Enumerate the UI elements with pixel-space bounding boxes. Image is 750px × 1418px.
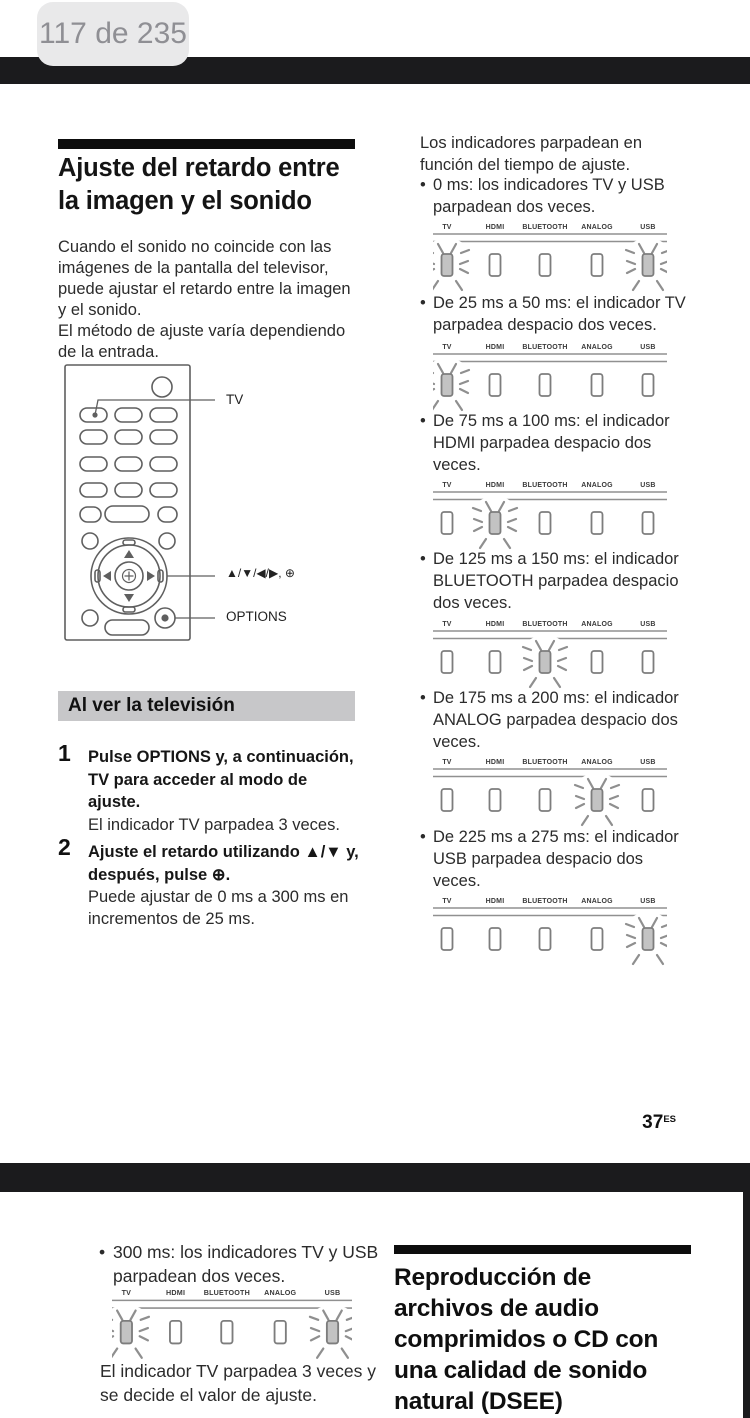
page-number: 37ES <box>600 1112 676 1134</box>
svg-text:HDMI: HDMI <box>486 224 505 231</box>
svg-text:USB: USB <box>640 482 655 489</box>
result-note: El indicador TV parpadea 3 veces y se de… <box>100 1361 376 1405</box>
remote-label-options: OPTIONS <box>226 609 287 624</box>
svg-text:TV: TV <box>442 759 451 766</box>
svg-text:TV: TV <box>442 224 451 231</box>
title-rule <box>58 139 355 149</box>
step-2-instruction: Ajuste el retardo utilizando ▲/▼ y, desp… <box>88 843 359 884</box>
step-2-number: 2 <box>58 834 71 860</box>
step-2-note: Puede ajustar de 0 ms a 300 ms en increm… <box>88 888 349 928</box>
bullet-0ms: 0 ms: los indicadores TV y USB parpadean… <box>420 175 711 219</box>
svg-text:ANALOG: ANALOG <box>581 482 613 489</box>
svg-text:USB: USB <box>640 621 655 628</box>
indicator-diagram-225-275ms: TV HDMI BLUETOOTH ANALOG USB <box>433 894 675 972</box>
bullet-75-100ms: De 75 ms a 100 ms: el indicador HDMI par… <box>420 411 711 476</box>
svg-text:ANALOG: ANALOG <box>581 898 613 905</box>
bullet-125-150ms: De 125 ms a 150 ms: el indicador BLUETOO… <box>420 549 711 614</box>
svg-text:HDMI: HDMI <box>166 1289 185 1297</box>
remote-label-dpad-enter: ▲/▼/◀/▶, ⊕ <box>226 566 295 580</box>
svg-text:USB: USB <box>640 898 655 905</box>
step-1-note: El indicador TV parpadea 3 veces. <box>88 816 340 834</box>
svg-text:USB: USB <box>640 224 655 231</box>
indicator-diagram-75-100ms: TV HDMI BLUETOOTH ANALOG USB <box>433 478 667 556</box>
remote-control-illustration <box>64 364 215 641</box>
svg-text:USB: USB <box>640 759 655 766</box>
svg-text:USB: USB <box>640 344 655 351</box>
article-title: Ajuste del retardo entre la imagen y el … <box>58 154 340 215</box>
svg-text:HDMI: HDMI <box>486 482 505 489</box>
bullet-225-275ms: De 225 ms a 275 ms: el indicador USB par… <box>420 827 711 892</box>
step-1-number: 1 <box>58 740 71 766</box>
options-button-dot <box>161 614 169 622</box>
svg-text:USB: USB <box>325 1289 341 1297</box>
intro-paragraph-1: Cuando el sonido no coincide con las imá… <box>58 238 351 319</box>
page-number-suffix: ES <box>663 1114 676 1125</box>
svg-text:TV: TV <box>442 621 451 628</box>
tv-button-dot <box>92 412 98 418</box>
remote-label-tv: TV <box>226 392 244 407</box>
bullet-175-200ms: De 175 ms a 200 ms: el indicador ANALOG … <box>420 688 711 753</box>
svg-text:ANALOG: ANALOG <box>581 621 613 628</box>
svg-text:ANALOG: ANALOG <box>581 759 613 766</box>
svg-text:TV: TV <box>442 898 451 905</box>
indicator-diagram-175-200ms: TV HDMI BLUETOOTH ANALOG USB <box>433 755 667 833</box>
svg-text:ANALOG: ANALOG <box>264 1289 296 1297</box>
page-number-value: 37 <box>642 1112 664 1133</box>
indicator-diagram-0ms: TV HDMI BLUETOOTH ANALOG USB <box>420 220 675 298</box>
svg-text:TV: TV <box>122 1289 132 1297</box>
page-right-edge-strip <box>743 1192 750 1418</box>
bullet-25-50ms: De 25 ms a 50 ms: el indicador TV parpad… <box>420 293 711 337</box>
intro-paragraph-2: El método de ajuste varía dependiendo de… <box>58 322 346 361</box>
svg-text:ANALOG: ANALOG <box>581 224 613 231</box>
svg-text:BLUETOOTH: BLUETOOTH <box>204 1289 250 1297</box>
step-1-instruction: Pulse OPTIONS y, a continuación, TV para… <box>88 748 354 811</box>
svg-text:BLUETOOTH: BLUETOOTH <box>522 482 567 489</box>
page-indicator-badge: 117 de 235 <box>37 2 189 66</box>
svg-text:BLUETOOTH: BLUETOOTH <box>522 898 567 905</box>
indicator-intro: Los indicadores parpadean en función del… <box>420 134 643 174</box>
svg-text:BLUETOOTH: BLUETOOTH <box>522 224 567 231</box>
svg-text:BLUETOOTH: BLUETOOTH <box>522 621 567 628</box>
svg-text:HDMI: HDMI <box>486 344 505 351</box>
bullet-300ms: 300 ms: los indicadores TV y USB parpade… <box>99 1241 379 1288</box>
indicator-diagram-125-150ms: TV HDMI BLUETOOTH ANALOG USB <box>433 617 667 695</box>
subsection-header: Al ver la televisión <box>58 691 355 721</box>
next-article-title: Reproducción de archivos de audio compri… <box>394 1264 659 1415</box>
indicator-diagram-25-50ms: TV HDMI BLUETOOTH ANALOG USB <box>420 340 667 418</box>
svg-text:HDMI: HDMI <box>486 759 505 766</box>
svg-text:BLUETOOTH: BLUETOOTH <box>522 344 567 351</box>
svg-text:TV: TV <box>442 482 451 489</box>
svg-text:HDMI: HDMI <box>486 898 505 905</box>
page-gap-bar-middle <box>0 1163 750 1192</box>
svg-text:BLUETOOTH: BLUETOOTH <box>522 759 567 766</box>
svg-text:HDMI: HDMI <box>486 621 505 628</box>
indicator-diagram-300ms: TV HDMI BLUETOOTH ANALOG USB <box>98 1286 361 1366</box>
next-article-title-rule <box>394 1245 691 1254</box>
svg-text:ANALOG: ANALOG <box>581 344 613 351</box>
svg-text:TV: TV <box>442 344 451 351</box>
